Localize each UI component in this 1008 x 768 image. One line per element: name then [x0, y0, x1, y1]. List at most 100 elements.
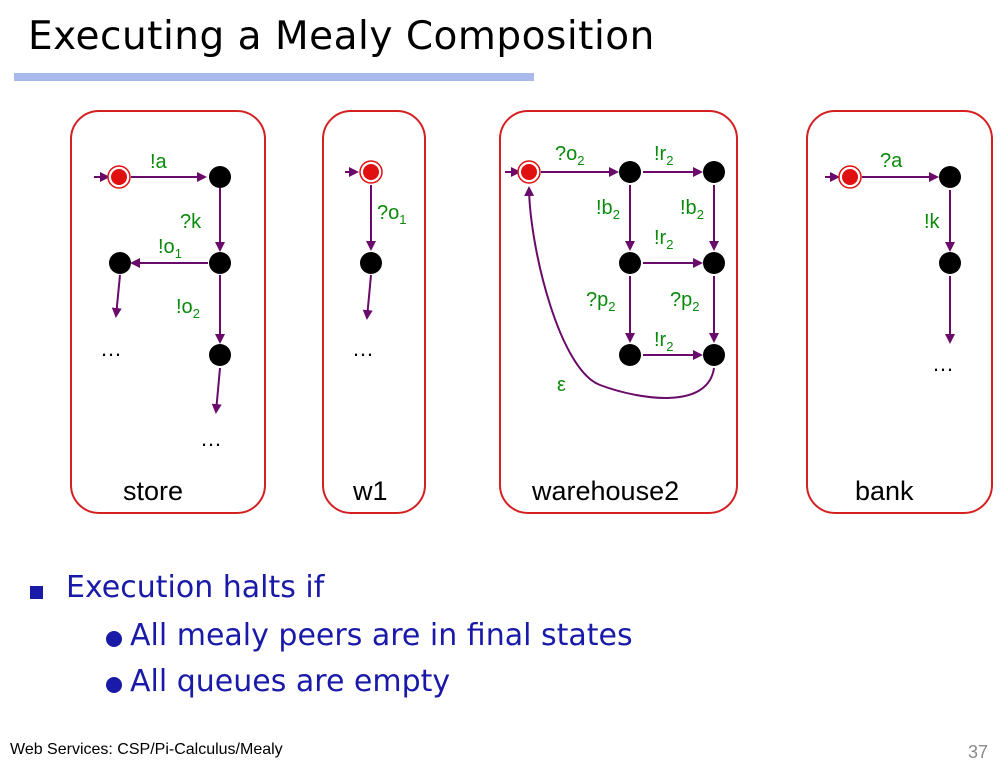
page-number: 37 [968, 742, 989, 762]
label-wh-p2-right-sub: 2 [692, 299, 699, 314]
wh-state [703, 161, 725, 183]
label-store-o1: !o [158, 236, 175, 258]
label-store-o2-sub: 2 [193, 306, 200, 321]
title-underline-bar [14, 73, 534, 81]
svg-text:…: … [352, 336, 374, 361]
w1-box-label: w1 [352, 476, 388, 506]
svg-text:…: … [932, 351, 954, 376]
label-store-o2: !o [176, 296, 193, 318]
label-w1-o1: ?o [377, 202, 399, 224]
store-state [209, 344, 231, 366]
round-bullet-icon [106, 677, 122, 693]
store-exit-bottom [211, 367, 222, 414]
store-state [209, 166, 231, 188]
square-bullet-icon [30, 586, 43, 599]
svg-text:!o2: !o2 [176, 296, 200, 321]
label-store-k: ?k [180, 211, 202, 233]
svg-text:?p2: ?p2 [586, 289, 615, 314]
store-ellipsis-left: … [100, 336, 122, 361]
bank-ellipsis: … [932, 351, 954, 376]
bank-box-label: bank [855, 476, 914, 506]
svg-text:bank: bank [855, 476, 914, 506]
label-bank-a: ?a [880, 150, 903, 172]
slide-footer: Web Services: CSP/Pi-Calculus/Mealy [10, 741, 283, 758]
svg-text:!r2: !r2 [654, 329, 673, 354]
label-wh-r2-top-sub: 2 [666, 153, 673, 168]
label-wh-p2-left-sub: 2 [608, 299, 615, 314]
wh-initial-state [521, 164, 537, 180]
svg-text:?a: ?a [880, 150, 903, 172]
svg-text:!b2: !b2 [680, 197, 704, 222]
wh-state [703, 252, 725, 274]
svg-text:!o1: !o1 [158, 236, 182, 261]
bank-initial-state [842, 169, 858, 185]
label-store-o1-sub: 1 [175, 246, 182, 261]
wh-state [703, 344, 725, 366]
svg-text:!r2: !r2 [654, 143, 673, 168]
store-state [109, 252, 131, 274]
label-wh-r2-bot-sub: 2 [666, 339, 673, 354]
wh-state [619, 161, 641, 183]
bank-state [939, 166, 961, 188]
mealy-composition-diagram: !a ?k !o1 !o2 … … store ?o1 … w1 ?o2 !r2… [70, 110, 993, 514]
svg-text:?p2: ?p2 [670, 289, 699, 314]
store-box-label: store [123, 476, 183, 506]
svg-text:…: … [200, 426, 222, 451]
bullet-sub-2: All queues are empty [28, 664, 633, 710]
bullet-list: Execution halts if All mealy peers are i… [28, 570, 633, 710]
w1-box [322, 110, 426, 514]
bullet-main-text: Execution halts if [66, 570, 325, 605]
label-store-a: !a [150, 151, 168, 173]
svg-text:warehouse2: warehouse2 [531, 476, 679, 506]
round-bullet-icon [106, 631, 122, 647]
store-ellipsis-bottom: … [200, 426, 222, 451]
w1-initial-state [363, 164, 379, 180]
label-wh-o2-sub: 2 [577, 153, 584, 168]
store-initial-state [111, 169, 127, 185]
bullet-sub-1: All mealy peers are in final states [28, 618, 633, 664]
svg-text:!k: !k [924, 211, 941, 233]
svg-text:!r2: !r2 [654, 227, 673, 252]
wh-transition-epsilon [524, 186, 715, 399]
bullet-sub-1-text: All mealy peers are in final states [130, 618, 633, 653]
store-exit-left [111, 274, 122, 318]
label-wh-r2-bot: !r [654, 329, 667, 351]
svg-text:!b2: !b2 [596, 197, 620, 222]
w1-exit [362, 274, 373, 320]
label-wh-p2-right: ?p [670, 289, 692, 311]
label-wh-b2-left-sub: 2 [613, 207, 620, 222]
label-wh-r2-top: !r [654, 143, 667, 165]
bullet-sub-2-text: All queues are empty [130, 664, 451, 699]
store-state [209, 252, 231, 274]
label-bank-k: !k [924, 211, 941, 233]
slide-title: Executing a Mealy Composition [28, 14, 655, 59]
warehouse2-machine [505, 167, 719, 399]
label-wh-r2-mid-sub: 2 [666, 237, 673, 252]
svg-text:?k: ?k [180, 211, 202, 233]
store-box [70, 110, 266, 514]
bullet-main: Execution halts if [28, 570, 633, 618]
svg-text:?o1: ?o1 [377, 202, 406, 227]
wh-state [619, 252, 641, 274]
bank-state [939, 252, 961, 274]
wh-state [619, 344, 641, 366]
bank-box [806, 110, 993, 514]
warehouse2-box-label: warehouse2 [531, 476, 679, 506]
label-wh-b2-left: !b [596, 197, 613, 219]
store-machine [94, 172, 225, 414]
bank-machine [825, 172, 955, 344]
w1-ellipsis: … [352, 336, 374, 361]
label-wh-p2-left: ?p [586, 289, 608, 311]
svg-text:w1: w1 [352, 476, 388, 506]
svg-text:…: … [100, 336, 122, 361]
svg-text:ε: ε [557, 374, 566, 396]
label-wh-r2-mid: !r [654, 227, 667, 249]
label-wh-b2-right-sub: 2 [697, 207, 704, 222]
label-wh-b2-right: !b [680, 197, 697, 219]
label-w1-o1-sub: 1 [399, 212, 406, 227]
svg-text:store: store [123, 476, 183, 506]
w1-state [360, 252, 382, 274]
w1-machine [345, 167, 376, 320]
label-wh-o2: ?o [555, 143, 577, 165]
svg-text:?o2: ?o2 [555, 143, 584, 168]
